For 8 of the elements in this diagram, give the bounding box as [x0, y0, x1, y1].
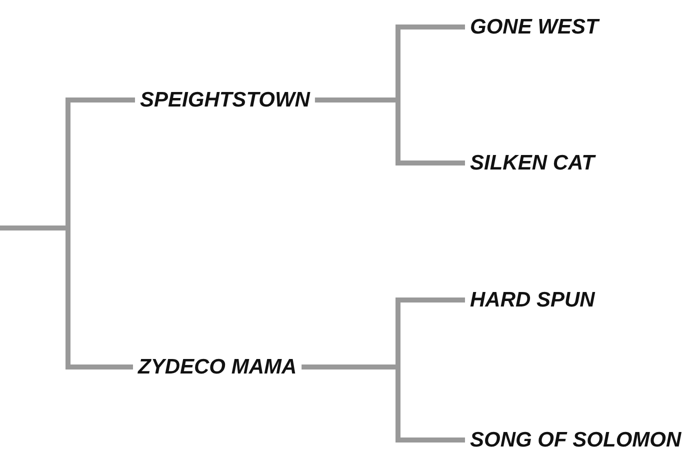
connector-line [302, 364, 465, 442]
name-label: HARD SPUN [470, 288, 595, 312]
connector-line [314, 98, 465, 166]
name-label: SILKEN CAT [470, 150, 594, 176]
name-label: SONG OF SOLOMON [470, 428, 682, 452]
name-label: SPEIGHTSTOWN [140, 88, 310, 112]
name-label: ZYDECO MAMA [138, 354, 297, 380]
name-label: GONE WEST [470, 14, 598, 40]
